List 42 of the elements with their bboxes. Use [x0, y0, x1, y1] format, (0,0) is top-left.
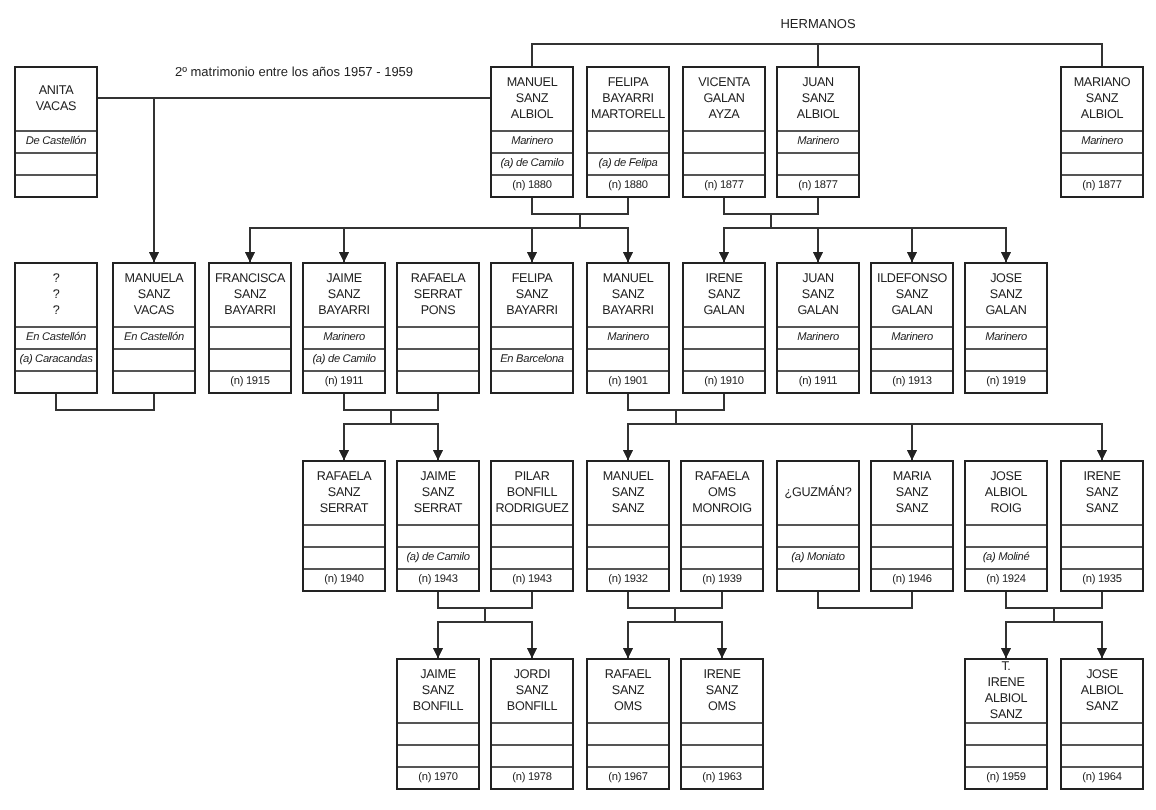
person-box: [1060, 66, 1144, 198]
arrow: [1053, 591, 1107, 659]
person-box: [680, 658, 764, 790]
person-box: [1060, 658, 1144, 790]
connector-line: [531, 43, 1103, 67]
person-box: [490, 66, 574, 198]
person-box: [396, 262, 480, 394]
person-box: [776, 460, 860, 592]
person-box: [1060, 460, 1144, 592]
arrow: [484, 591, 537, 659]
person-box: [490, 658, 574, 790]
person-box: [14, 66, 98, 198]
person-box: [14, 262, 98, 394]
person-box: [682, 262, 766, 394]
person-box: [586, 658, 670, 790]
arrow: [149, 97, 491, 263]
arrow: [674, 591, 727, 659]
person-box: [680, 460, 764, 592]
person-box: [776, 262, 860, 394]
person-box: [396, 658, 480, 790]
arrow: [390, 393, 443, 461]
connector-line: [817, 591, 913, 609]
person-box: [964, 262, 1048, 394]
person-box: [682, 66, 766, 198]
person-box: [112, 262, 196, 394]
arrow: [579, 197, 633, 263]
person-box: [776, 66, 860, 198]
connector-line: [55, 393, 155, 411]
arrow: [770, 197, 1011, 263]
person-box: [302, 460, 386, 592]
person-box: [302, 262, 386, 394]
person-box: [586, 66, 670, 198]
person-box: [396, 460, 480, 592]
person-box: [208, 262, 292, 394]
person-box: [490, 460, 574, 592]
person-box: [490, 262, 574, 394]
person-box: [964, 658, 1048, 790]
person-box: [870, 262, 954, 394]
person-box: [870, 460, 954, 592]
person-box: [586, 460, 670, 592]
person-box: [964, 460, 1048, 592]
person-box: [586, 262, 670, 394]
